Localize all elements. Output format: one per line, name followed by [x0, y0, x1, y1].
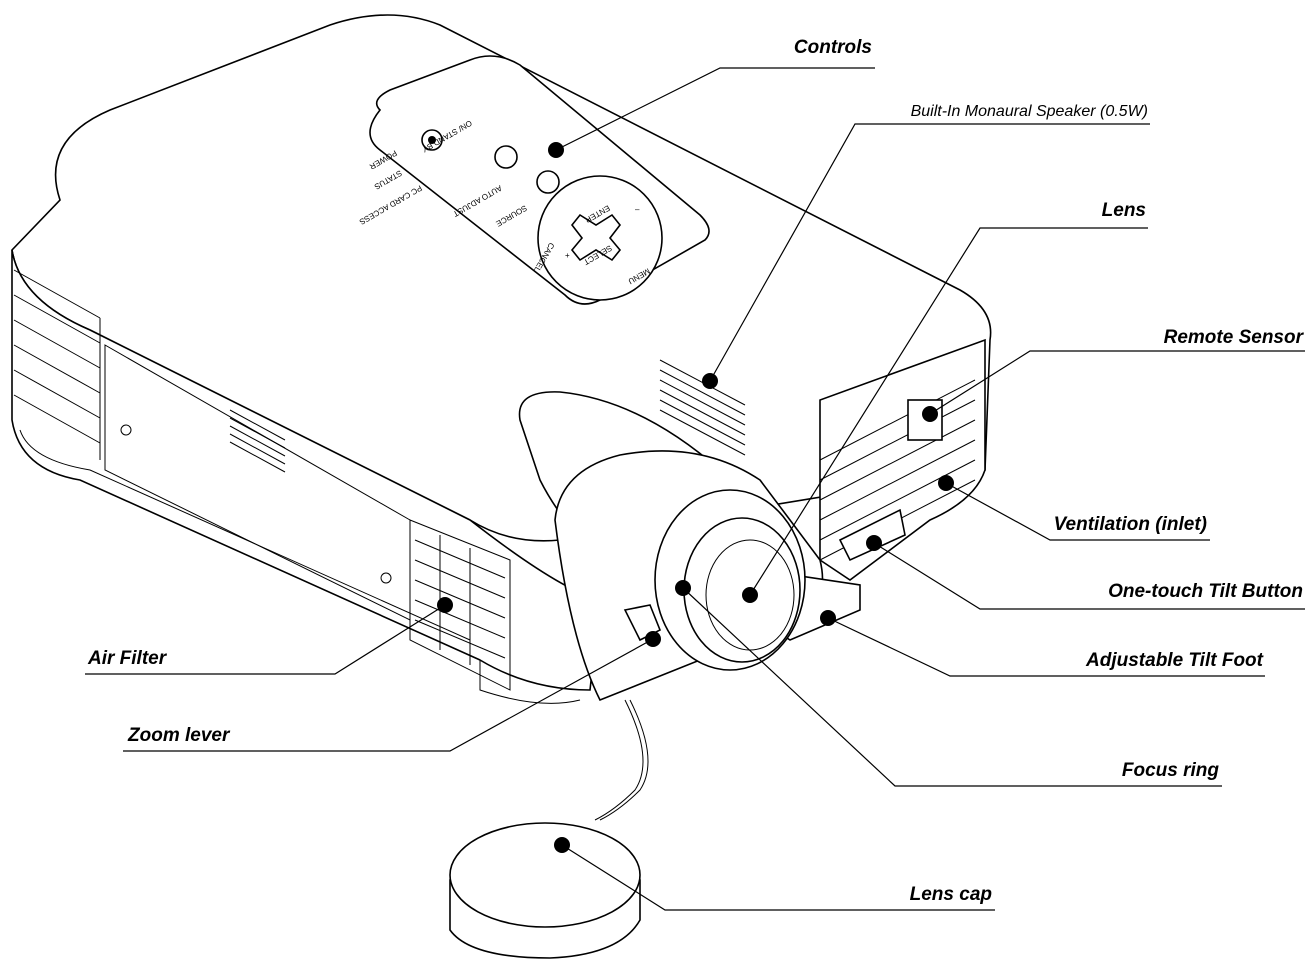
- dot-speaker: [702, 373, 718, 389]
- source-button: [536, 170, 560, 194]
- label-tilt-foot: Adjustable Tilt Foot: [1085, 650, 1264, 671]
- dot-tilt-button: [866, 535, 882, 551]
- label-remote-sensor: Remote Sensor: [1164, 327, 1305, 348]
- dot-focus-ring: [675, 580, 691, 596]
- left-vents: [13, 269, 101, 460]
- callout-dots: [437, 142, 954, 853]
- svg-text:+: +: [565, 251, 570, 260]
- control-panel: ON/ STAND BY POWER STATUS PC CARD ACCESS…: [358, 55, 710, 305]
- dot-controls: [548, 142, 564, 158]
- label-air-filter: Air Filter: [87, 648, 168, 669]
- cap-cord: [599, 699, 649, 821]
- labels: Controls Built-In Monaural Speaker (0.5W…: [87, 37, 1305, 905]
- label-ventilation: Ventilation (inlet): [1054, 514, 1207, 535]
- tilt-button-shape: [838, 508, 906, 562]
- side-grille: [229, 409, 286, 473]
- dot-tilt-foot: [820, 610, 836, 626]
- label-tilt-button: One-touch Tilt Button: [1108, 581, 1303, 602]
- auto-adjust-button: [494, 145, 518, 169]
- dot-remote-sensor: [922, 406, 938, 422]
- dot-lens: [742, 587, 758, 603]
- lens-outer: [683, 517, 801, 663]
- label-zoom-lever: Zoom lever: [127, 725, 231, 746]
- lens-assembly: [623, 489, 806, 671]
- select-cross: [570, 213, 622, 262]
- dot-zoom-lever: [645, 631, 661, 647]
- dot-air-filter: [437, 597, 453, 613]
- leader-lines: [85, 67, 1305, 911]
- lens-cap-shape: [449, 822, 641, 928]
- label-controls: Controls: [794, 37, 872, 58]
- dot-lens-cap: [554, 837, 570, 853]
- label-lens: Lens: [1102, 200, 1146, 221]
- remote-sensor-window: [907, 399, 943, 441]
- svg-text:–: –: [635, 205, 640, 214]
- right-vents: [819, 379, 976, 561]
- label-speaker: Built-In Monaural Speaker (0.5W): [911, 103, 1148, 120]
- dot-ventilation: [938, 475, 954, 491]
- lens-cap-group: [449, 699, 649, 959]
- label-lens-cap: Lens cap: [910, 884, 992, 905]
- label-focus-ring: Focus ring: [1122, 760, 1220, 781]
- air-filter-grid: [409, 519, 511, 691]
